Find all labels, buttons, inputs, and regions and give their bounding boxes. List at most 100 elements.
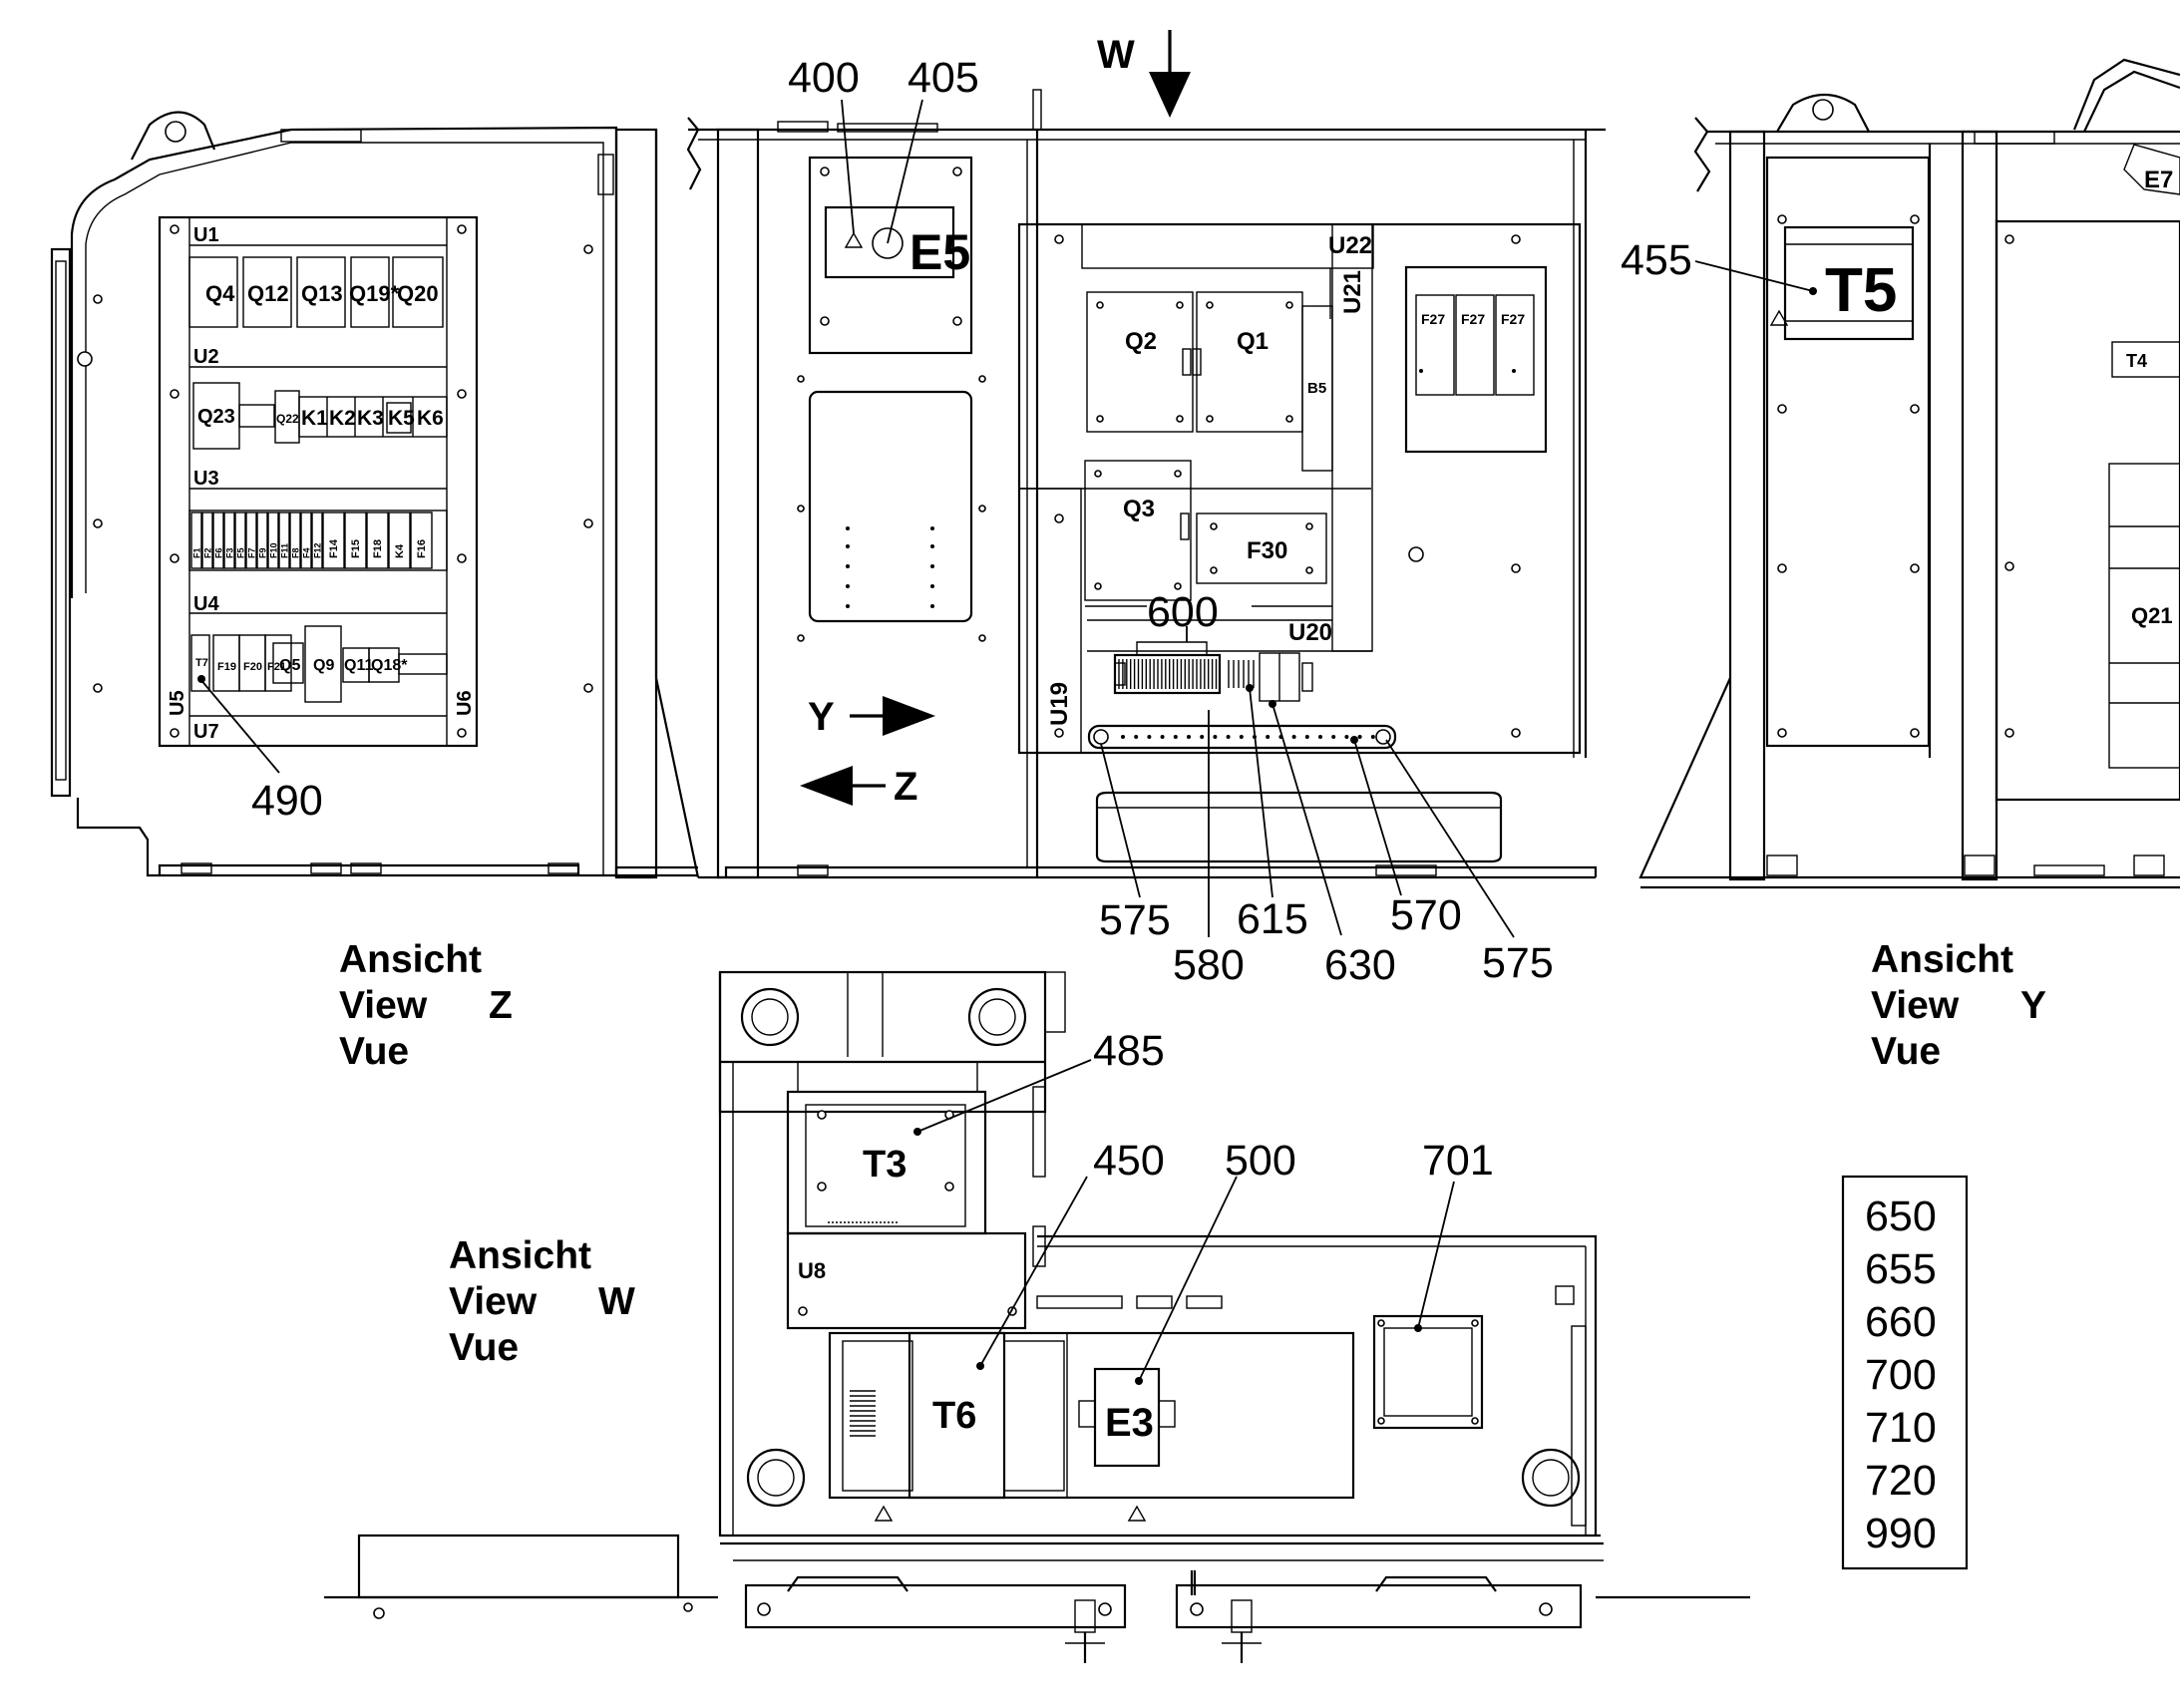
u3-fuse xyxy=(410,512,433,569)
label-q12: Q12 xyxy=(247,281,289,306)
label-q13: Q13 xyxy=(301,281,343,306)
u3-fuse-label: F5 xyxy=(236,547,246,558)
label-k2: K2 xyxy=(329,407,356,430)
label-q1: Q1 xyxy=(1237,328,1269,355)
heading-w-line2: View xyxy=(449,1280,538,1323)
label-q11: Q11 xyxy=(344,657,373,674)
heading-z-line2: View xyxy=(339,984,428,1027)
parts-list-entry: 660 xyxy=(1865,1298,1937,1346)
u3-fuse-label: F12 xyxy=(313,542,323,558)
heading-w-letter: W xyxy=(598,1280,635,1323)
fuse-f30 xyxy=(1196,512,1327,584)
label-t6: T6 xyxy=(932,1395,976,1437)
callout-615: 615 xyxy=(1237,895,1308,943)
label-f27-c: F27 xyxy=(1501,311,1525,327)
label-u4: U4 xyxy=(193,593,219,615)
callout-490: 490 xyxy=(251,777,323,825)
plate-t5 xyxy=(1765,156,1931,748)
ground-bar xyxy=(1087,724,1397,750)
arrow-y-label: Y xyxy=(808,695,835,739)
u3-fuse xyxy=(267,512,279,569)
heading-view-w: Ansicht View W Vue xyxy=(449,1234,635,1369)
label-u21: U21 xyxy=(1339,270,1366,314)
label-e5: E5 xyxy=(909,224,970,280)
u3-fuse-label: F15 xyxy=(350,539,362,558)
label-q20: Q20 xyxy=(397,281,439,306)
bar-hole xyxy=(1147,735,1152,739)
bar-hole xyxy=(1357,735,1362,739)
label-k5: K5 xyxy=(388,407,415,430)
label-u2: U2 xyxy=(193,346,219,368)
u3-fuse-label: F3 xyxy=(225,547,235,558)
callout-400: 400 xyxy=(788,54,860,102)
bar-hole xyxy=(1134,735,1139,739)
u3-fuse-label: F14 xyxy=(328,538,340,558)
heading-z-letter: Z xyxy=(489,984,513,1027)
label-q19: Q19* xyxy=(349,281,400,306)
callout-575-left: 575 xyxy=(1099,896,1171,944)
label-u8: U8 xyxy=(798,1258,826,1283)
u3-fuse xyxy=(234,512,246,569)
breaker-q1 xyxy=(1196,291,1303,433)
callout-numbers: 400 405 455 485 490 450 500 701 600 575 … xyxy=(251,54,1692,1185)
u3-fuse xyxy=(311,512,323,569)
arrow-w-label: W xyxy=(1097,33,1135,77)
label-f30: F30 xyxy=(1247,537,1287,564)
bar-hole xyxy=(1121,735,1125,739)
heading-w-line3: Vue xyxy=(449,1326,519,1369)
label-q3: Q3 xyxy=(1123,496,1155,522)
callout-450: 450 xyxy=(1093,1137,1165,1185)
breaker-q21 xyxy=(2108,463,2180,769)
breaker-q3 xyxy=(1084,460,1192,601)
label-f27-a: F27 xyxy=(1421,311,1445,327)
u3-fuse xyxy=(300,512,312,569)
terminal-strip xyxy=(1118,659,1255,689)
label-u7: U7 xyxy=(193,721,219,743)
bar-hole xyxy=(1370,735,1375,739)
label-b5: B5 xyxy=(1307,380,1326,397)
callout-701: 701 xyxy=(1422,1137,1494,1185)
u3-fuse-label: F9 xyxy=(258,547,268,558)
u3-fuse-label: F2 xyxy=(203,547,213,558)
heading-view-y: Ansicht View Y Vue xyxy=(1871,938,2046,1073)
arrow-z-label: Z xyxy=(894,765,917,809)
bar-hole xyxy=(1213,735,1218,739)
label-u20: U20 xyxy=(1288,619,1332,646)
u3-fuse xyxy=(256,512,268,569)
heading-view-z: Ansicht View Z Vue xyxy=(339,938,513,1073)
label-q2: Q2 xyxy=(1125,328,1157,355)
bar-hole xyxy=(1291,735,1296,739)
label-u6: U6 xyxy=(454,690,476,716)
breaker-q13 xyxy=(296,256,346,328)
center-cabinet: E5 U22 U21 Q2 Q1 xyxy=(686,89,1711,879)
label-u5: U5 xyxy=(167,690,188,716)
u3-fuse xyxy=(190,512,202,569)
plate-e5 xyxy=(808,156,973,355)
bar-hole xyxy=(1173,735,1178,739)
parts-list-entry: 700 xyxy=(1865,1351,1937,1399)
arrow-w: W xyxy=(1097,30,1191,118)
label-q21: Q21 xyxy=(2131,603,2173,628)
u3-fuse xyxy=(344,512,367,569)
view-y-cabinet: E7 T5 T4 Q21 xyxy=(1638,58,2180,889)
arrow-y: Y xyxy=(808,695,935,739)
label-t7: T7 xyxy=(195,657,208,669)
breaker-q19 xyxy=(350,256,390,328)
bar-hole xyxy=(1187,735,1191,739)
ground-bar-holes xyxy=(1121,735,1375,739)
u3-fuse-label: F8 xyxy=(291,547,301,558)
label-u22: U22 xyxy=(1328,232,1372,259)
u3-fuse-label: F6 xyxy=(214,547,224,558)
vent-grille xyxy=(850,1390,876,1437)
breaker-q2 xyxy=(1086,291,1194,433)
bar-hole xyxy=(1318,735,1322,739)
callout-575-right: 575 xyxy=(1482,939,1554,987)
heading-y-line1: Ansicht xyxy=(1871,938,2013,981)
component-701 xyxy=(1372,1314,1484,1430)
callout-600: 600 xyxy=(1147,588,1219,636)
label-u3: U3 xyxy=(193,468,219,490)
bar-hole xyxy=(1344,735,1349,739)
breaker-q20 xyxy=(392,256,444,328)
